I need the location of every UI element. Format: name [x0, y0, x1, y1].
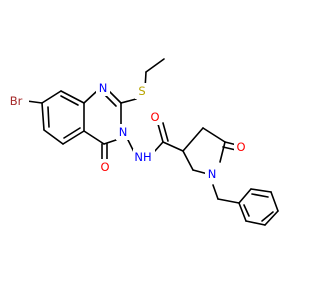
- bond: [104, 94, 117, 107]
- bond: [251, 193, 269, 198]
- bond: [103, 139, 117, 145]
- atom-amide-nh: NH: [134, 150, 151, 164]
- bond: [182, 127, 204, 152]
- bond: [41, 90, 62, 104]
- atom-oxygen-amide: O: [150, 110, 159, 124]
- bond: [219, 141, 226, 163]
- bond: [43, 129, 64, 145]
- bond: [47, 106, 50, 128]
- bond: [83, 130, 105, 145]
- bond: [63, 127, 81, 139]
- bond: [107, 89, 122, 104]
- bond-lines: [26, 58, 279, 226]
- bond: [238, 202, 247, 222]
- bond: [83, 90, 98, 104]
- bond: [162, 122, 169, 142]
- atom-bromine: Br: [10, 94, 23, 108]
- bond: [26, 100, 43, 104]
- bond: [261, 211, 274, 222]
- bond: [222, 146, 237, 151]
- bond: [270, 191, 279, 212]
- bond: [212, 184, 219, 200]
- bond: [202, 127, 226, 143]
- atom-labels: Br N N NH N S O O O: [7, 80, 248, 182]
- bond: [60, 95, 79, 106]
- bond: [217, 198, 240, 204]
- atom-oxygen-quinazolinone: O: [100, 160, 109, 174]
- bond: [41, 102, 45, 131]
- bond: [264, 210, 279, 226]
- bond: [162, 141, 184, 152]
- bond: [243, 204, 250, 217]
- bond: [153, 141, 164, 153]
- molecule-structure: Br N N NH N S O O O: [7, 58, 279, 226]
- atom-nitrogen-ring-top: N: [99, 81, 108, 95]
- bond: [62, 130, 85, 145]
- atom-nitrogen-ring-substituted: N: [119, 125, 128, 139]
- bond: [60, 90, 85, 104]
- bond: [157, 123, 164, 143]
- atom-nitrogen-pyrrolidine: N: [208, 167, 217, 181]
- bond: [245, 220, 266, 226]
- bond: [182, 150, 194, 171]
- atom-oxygen-lactam: O: [236, 140, 245, 154]
- atom-sulfur: S: [138, 84, 145, 98]
- bond: [250, 188, 272, 193]
- bond: [120, 98, 137, 104]
- bond: [238, 188, 252, 204]
- bond: [126, 137, 135, 153]
- bond: [145, 58, 165, 73]
